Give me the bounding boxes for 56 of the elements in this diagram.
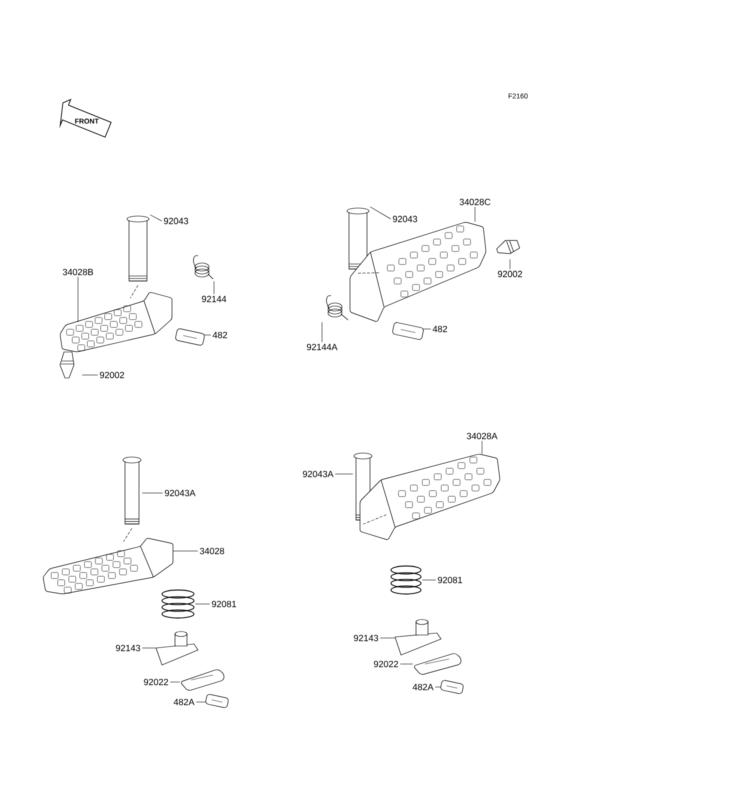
part-number: 482 xyxy=(432,326,448,332)
leader-line xyxy=(142,492,164,494)
part-number: 92002 xyxy=(100,372,124,378)
pin-drawing xyxy=(126,216,150,282)
part-number: 92043 xyxy=(392,216,418,222)
part-number: 34028C xyxy=(460,198,490,206)
clip-drawing xyxy=(175,328,205,346)
part-number: 92043A xyxy=(302,470,334,478)
spring-drawing xyxy=(162,590,194,618)
part-number: 34028A xyxy=(466,432,498,440)
rubber-cap-drawing xyxy=(496,240,520,254)
part-number: 34028B xyxy=(62,268,94,276)
part-number: 92144A xyxy=(306,344,338,350)
footpeg-drawing xyxy=(43,538,174,594)
rubber-cap-drawing xyxy=(60,352,74,378)
leader-line xyxy=(422,328,432,330)
part-number: 92043 xyxy=(164,218,188,224)
leader-line xyxy=(82,374,98,376)
spring-drawing xyxy=(390,566,422,594)
leader-line xyxy=(474,206,476,222)
part-number: 92022 xyxy=(374,660,398,668)
center-line xyxy=(358,272,380,274)
pin-drawing xyxy=(346,208,370,270)
torsion-spring-drawing xyxy=(193,255,214,280)
center-line xyxy=(362,514,387,524)
clip-drawing xyxy=(205,694,229,708)
part-number: 92022 xyxy=(144,678,168,686)
footpeg-drawing xyxy=(60,292,172,352)
torsion-spring-drawing xyxy=(326,295,348,320)
part-number: 92002 xyxy=(498,270,522,278)
leader-line xyxy=(150,214,162,222)
part-number: 34028 xyxy=(200,548,224,554)
pin-drawing xyxy=(122,456,142,524)
leader-line xyxy=(434,686,442,688)
part-number: 92081 xyxy=(438,576,462,584)
footpeg-drawing xyxy=(350,222,486,322)
leader-line xyxy=(172,550,198,552)
clip-drawing xyxy=(392,322,424,340)
center-line xyxy=(123,528,132,542)
leader-line xyxy=(204,334,212,336)
footpeg-drawing xyxy=(360,454,500,540)
part-number: 92043A xyxy=(164,490,196,496)
part-number: 482 xyxy=(212,332,228,338)
part-number: 92144 xyxy=(202,296,226,302)
part-number: 92081 xyxy=(212,600,236,608)
plate-drawing xyxy=(414,653,462,675)
bracket-drawing xyxy=(394,619,442,656)
part-number: 92143 xyxy=(116,644,140,652)
center-line xyxy=(130,284,138,298)
part-number: 92143 xyxy=(354,634,378,642)
bracket-drawing xyxy=(156,631,198,666)
plate-drawing xyxy=(181,669,224,691)
part-number: 482A xyxy=(412,684,434,690)
part-number: 482A xyxy=(174,698,194,706)
clip-drawing xyxy=(440,680,464,694)
leader-line xyxy=(370,206,392,220)
